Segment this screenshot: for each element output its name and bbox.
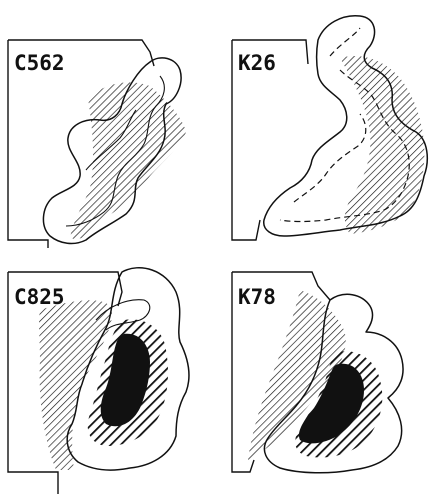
panel-c562: C562 — [8, 40, 186, 248]
panel-c825: C825 — [8, 268, 189, 494]
panel-k26: K26 — [232, 16, 427, 240]
panel-label-k78: K78 — [238, 285, 276, 309]
panel-k78: K78 — [232, 272, 403, 473]
panel-label-k26: K26 — [238, 51, 276, 75]
white-matter-dashed-line — [294, 114, 366, 202]
lesion-hatched-area — [70, 82, 186, 238]
panel-label-c562: C562 — [14, 51, 65, 75]
